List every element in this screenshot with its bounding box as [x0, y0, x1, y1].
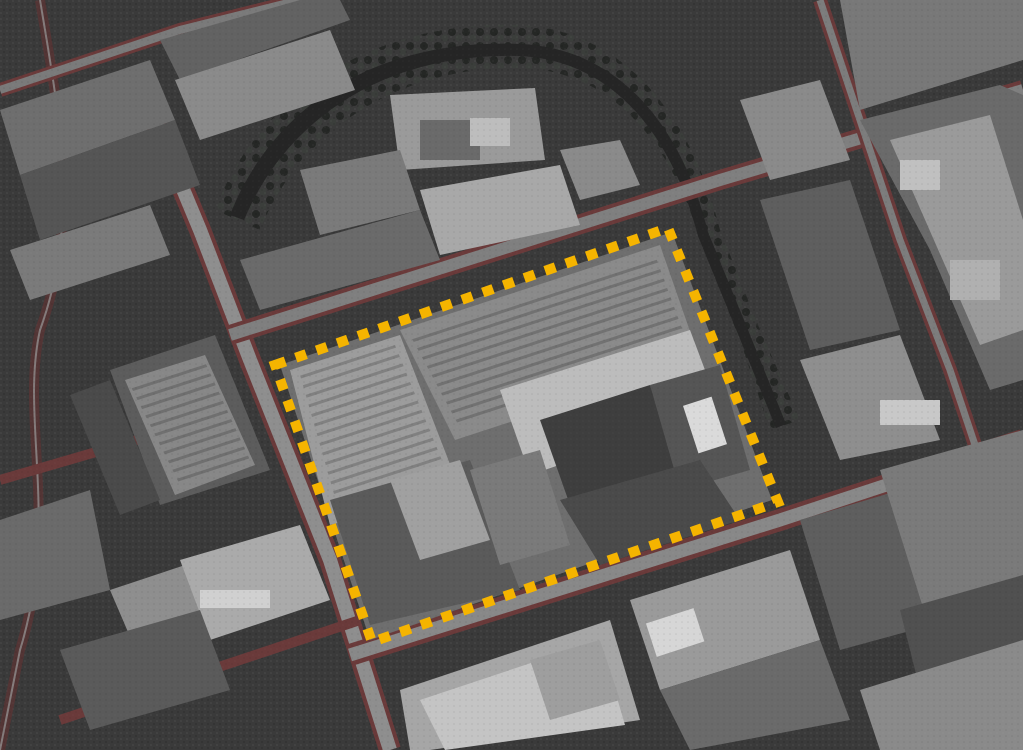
highlight-boundary[interactable] [268, 221, 785, 649]
